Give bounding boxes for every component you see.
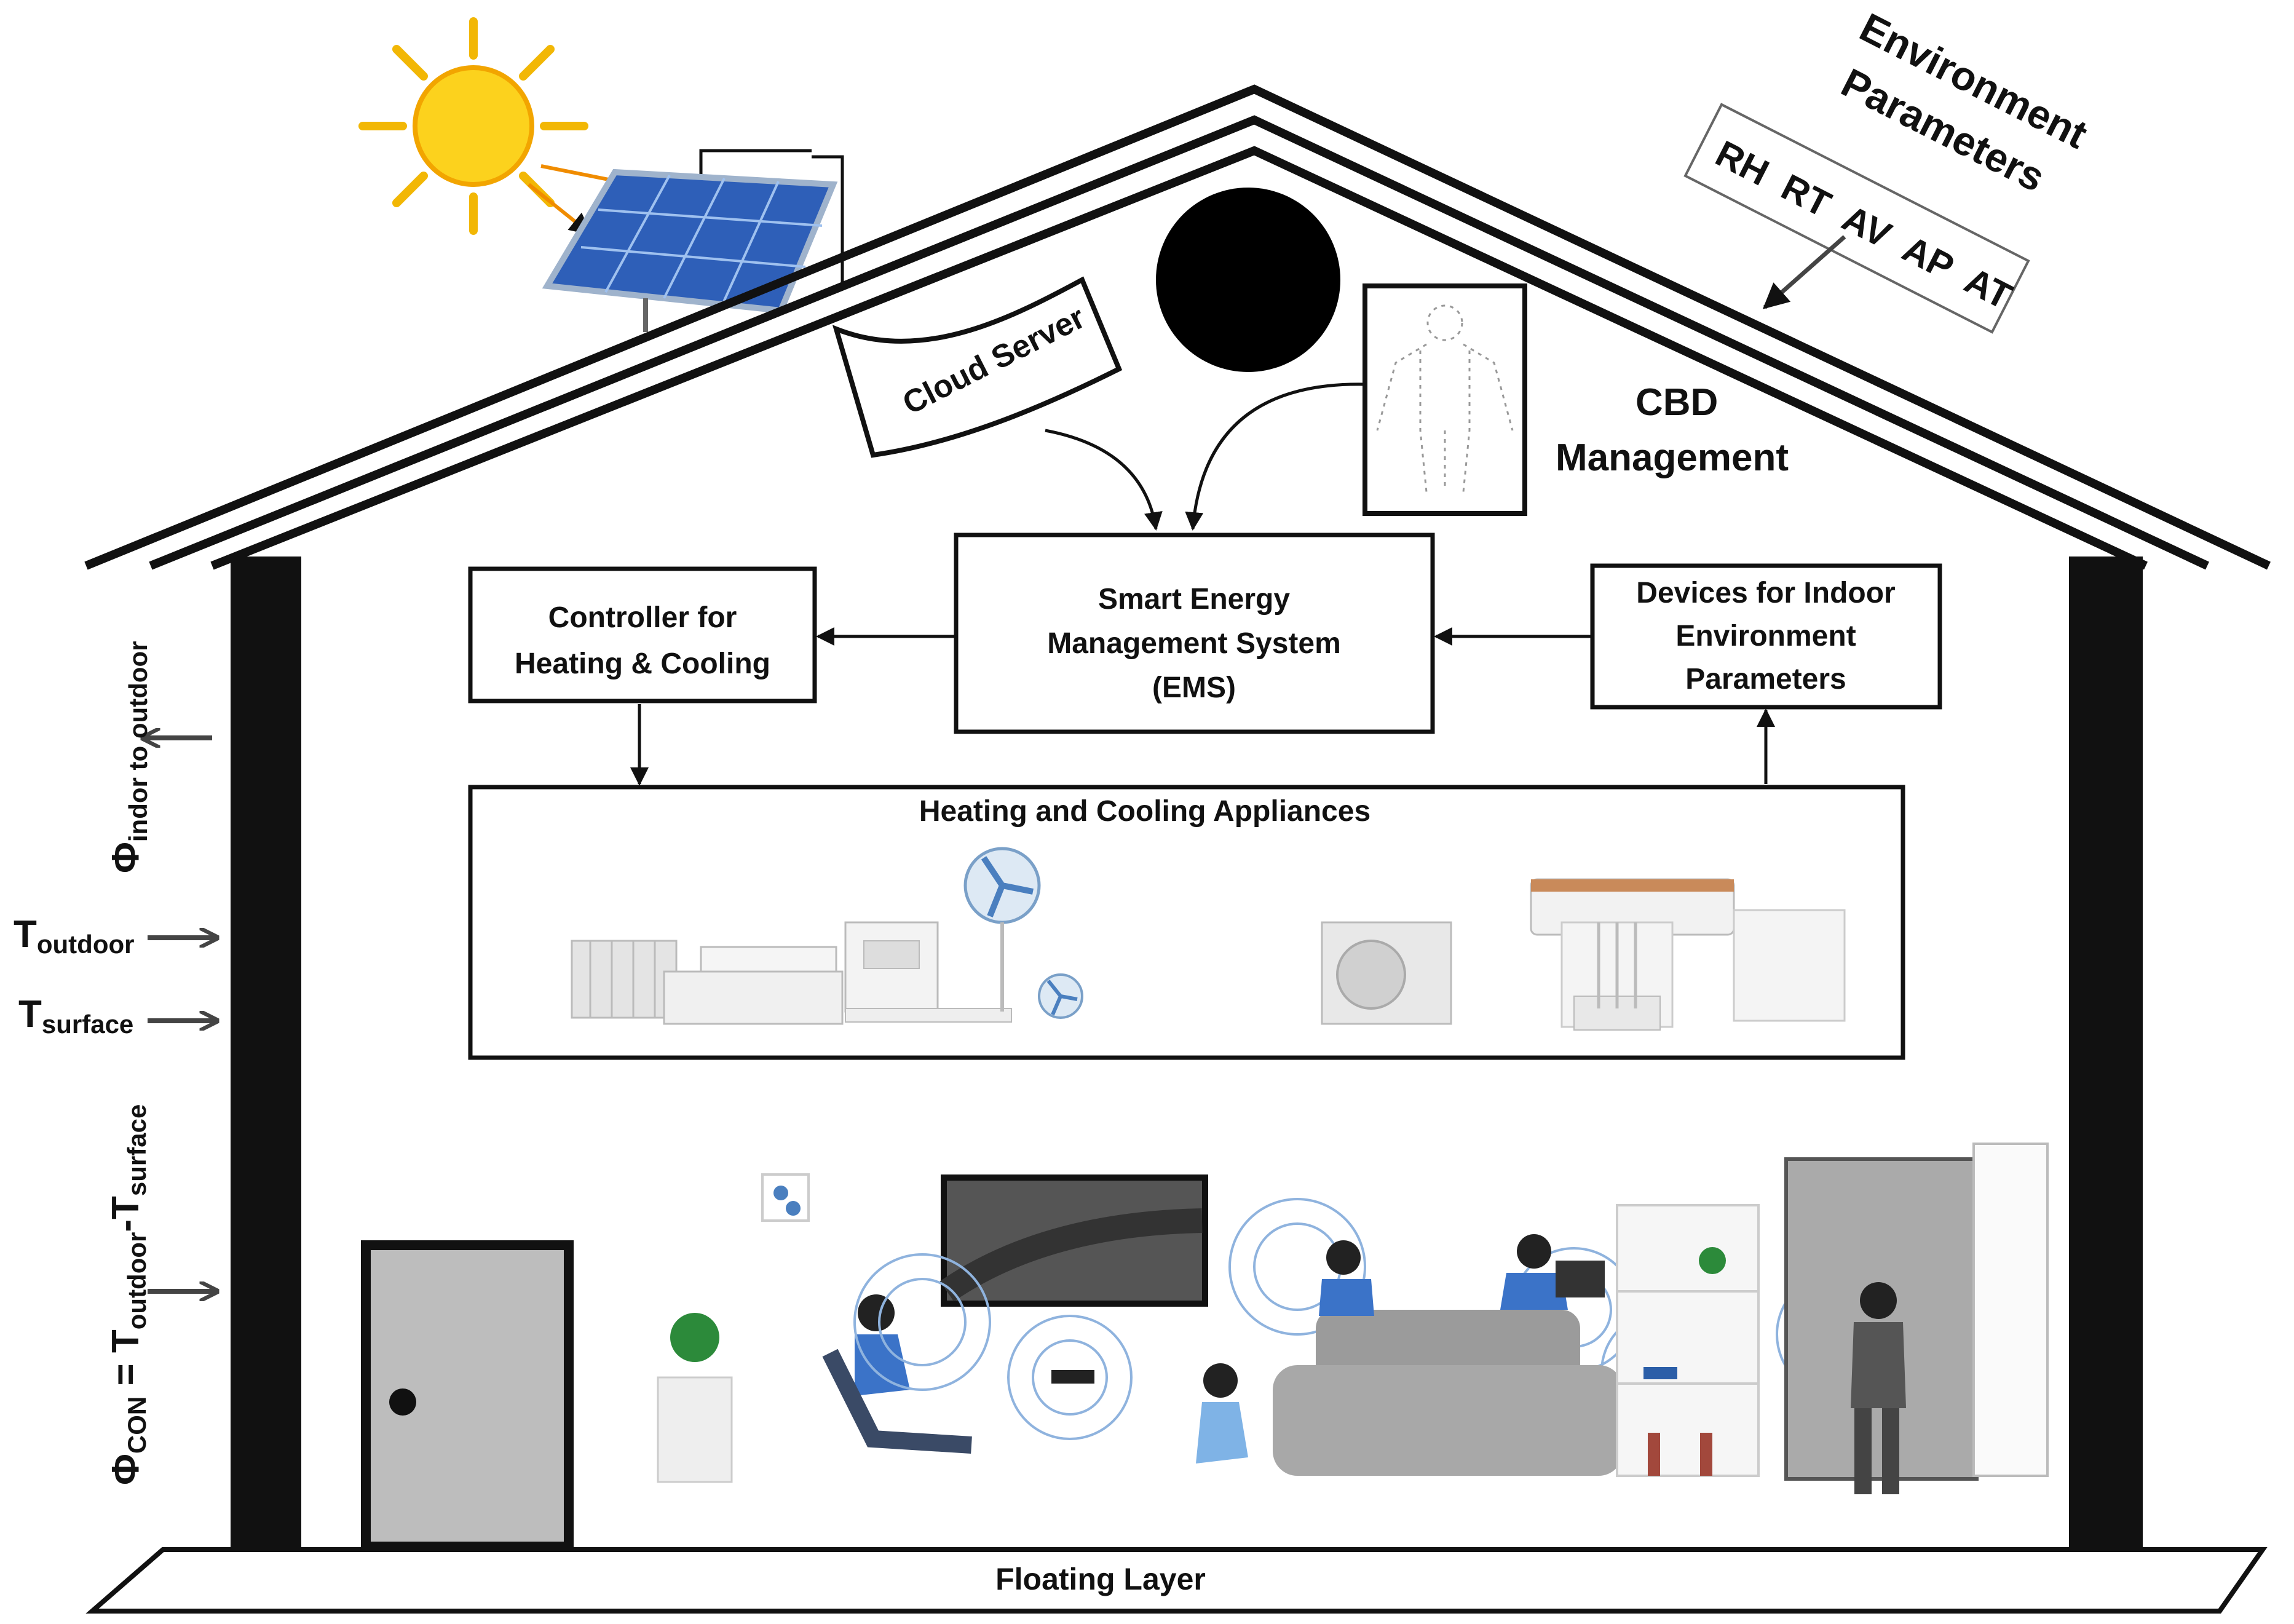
sofa-icon: [1273, 1310, 1623, 1476]
t-surface-label: Tsurface: [18, 993, 133, 1039]
heater-appliances-icon: [571, 847, 1083, 1025]
ems-box: Smart Energy Management System (EMS): [954, 533, 1435, 734]
left-wall: [231, 557, 301, 1553]
interior-door-icon: [1784, 1143, 2049, 1481]
ac-appliances-icon: [1321, 878, 1846, 1031]
floating-layer: Floating Layer: [85, 1547, 2268, 1614]
devices-box: Devices for Indoor Environment Parameter…: [1590, 563, 1942, 710]
ems-line1: Smart Energy: [1098, 583, 1290, 616]
phi-con-label: ΦCON = Toutdoor-Tsurface: [105, 1104, 151, 1485]
left-heat-flow-labels: Φindor to outdoor Toutdoor Tsurface ΦCON…: [14, 641, 215, 1485]
bookshelf-icon: [1616, 1204, 1760, 1477]
cloud-to-ems-arrow: [1045, 429, 1163, 531]
person-phone-icon: [1319, 1240, 1374, 1316]
controller-line2: Heating & Cooling: [515, 648, 770, 680]
exterior-door: [361, 1240, 574, 1551]
person-standing-icon: [1851, 1282, 1906, 1494]
house-roof: [84, 84, 2271, 570]
controller-box: Controller for Heating & Cooling: [468, 566, 817, 703]
right-wall: [2069, 557, 2143, 1553]
human-body-sensor: [1363, 283, 1527, 516]
sun-icon: [358, 17, 636, 236]
cbd-label-line2: Management: [1556, 437, 1789, 479]
body-to-ems-arrow: [1185, 382, 1366, 531]
person-laptop-icon: [1500, 1234, 1605, 1310]
appliances-title: Heating and Cooling Appliances: [919, 795, 1370, 828]
floating-layer-label: Floating Layer: [995, 1562, 1206, 1596]
child-playing-icon: [1196, 1363, 1248, 1464]
person-reading-icon: [822, 1294, 972, 1454]
t-outdoor-label: Toutdoor: [14, 913, 134, 959]
plant-icon: [657, 1313, 733, 1483]
ems-line2: Management System: [1047, 627, 1341, 660]
cloud-server: Cloud Server: [832, 276, 1123, 458]
environment-parameters: Environment Parameters RH RT AV AP AT: [1683, 4, 2095, 334]
ems-line3: (EMS): [1152, 671, 1236, 704]
env-arrow: [1762, 235, 1846, 309]
controller-line1: Controller for: [548, 601, 737, 634]
env-params-box: [1683, 103, 2030, 334]
devices-line2: Environment: [1675, 620, 1856, 652]
living-room-scene: [657, 1143, 2049, 1494]
attic-vent: [1156, 188, 1340, 372]
phi-indoor-label: Φindor to outdoor: [105, 641, 152, 873]
devices-line1: Devices for Indoor: [1636, 577, 1895, 609]
devices-line3: Parameters: [1685, 663, 1846, 695]
cbd-label-line1: CBD: [1635, 381, 1718, 424]
